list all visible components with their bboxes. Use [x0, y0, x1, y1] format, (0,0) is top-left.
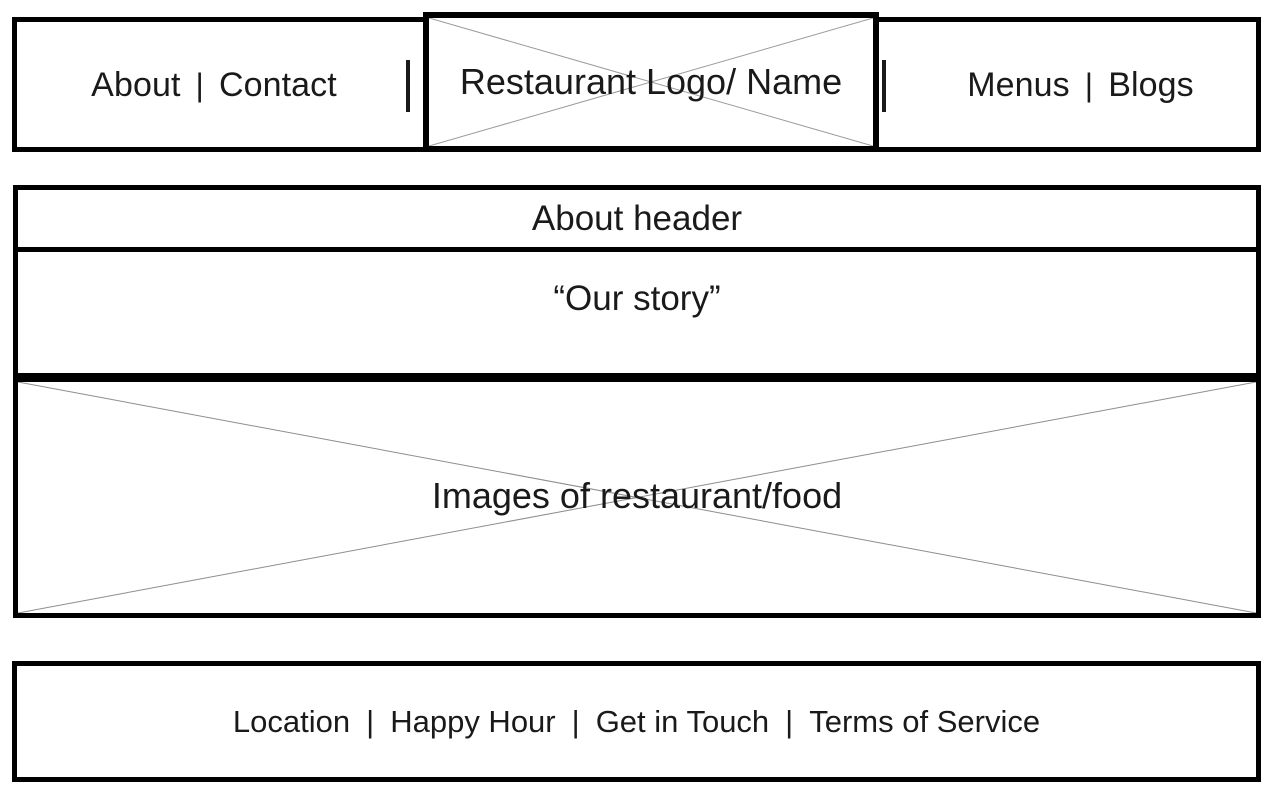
- our-story-text: “Our story”: [553, 279, 721, 318]
- nav-link-about[interactable]: About: [91, 65, 181, 104]
- footer-link-happy-hour[interactable]: Happy Hour: [390, 704, 556, 739]
- main-content-stack: About header “Our story” Images of resta…: [13, 185, 1261, 618]
- footer-link-location[interactable]: Location: [232, 704, 351, 739]
- footer-links-row: Location | Happy Hour | Get in Touch | T…: [231, 706, 1042, 737]
- nav-separator: |: [195, 66, 204, 103]
- footer-separator: |: [571, 704, 580, 739]
- nav-link-blogs[interactable]: Blogs: [1108, 65, 1194, 104]
- nav-row: About | Contact Menus | Blogs: [17, 22, 1256, 147]
- nav-separator-left-of-logo: [406, 60, 410, 112]
- nav-separator: |: [1084, 66, 1094, 103]
- images-placeholder-label: Images of restaurant/food: [431, 475, 843, 516]
- nav-link-contact[interactable]: Contact: [218, 65, 337, 104]
- about-header-text: About header: [531, 199, 743, 238]
- our-story-panel: “Our story”: [13, 247, 1261, 378]
- images-placeholder-panel[interactable]: Images of restaurant/food: [13, 377, 1261, 618]
- nav-link-menus[interactable]: Menus: [967, 65, 1070, 104]
- footer-separator: |: [366, 704, 375, 739]
- footer-separator: |: [785, 704, 794, 739]
- restaurant-logo-placeholder[interactable]: Restaurant Logo/ Name: [423, 12, 879, 152]
- our-story-text-wrapper: “Our story”: [18, 281, 1256, 316]
- nav-group-left: About | Contact: [17, 22, 411, 147]
- nav-separator-right-of-logo: [882, 60, 886, 112]
- footer-link-get-in-touch[interactable]: Get in Touch: [595, 704, 770, 739]
- restaurant-logo-label: Restaurant Logo/ Name: [459, 61, 843, 102]
- footer-link-terms-of-service[interactable]: Terms of Service: [809, 704, 1041, 739]
- image-cross-icon: [18, 382, 1256, 613]
- about-header-panel: About header: [13, 185, 1261, 252]
- image-cross-icon: [429, 18, 873, 146]
- footer-bar: Location | Happy Hour | Get in Touch | T…: [12, 661, 1261, 782]
- nav-group-right: Menus | Blogs: [895, 22, 1266, 147]
